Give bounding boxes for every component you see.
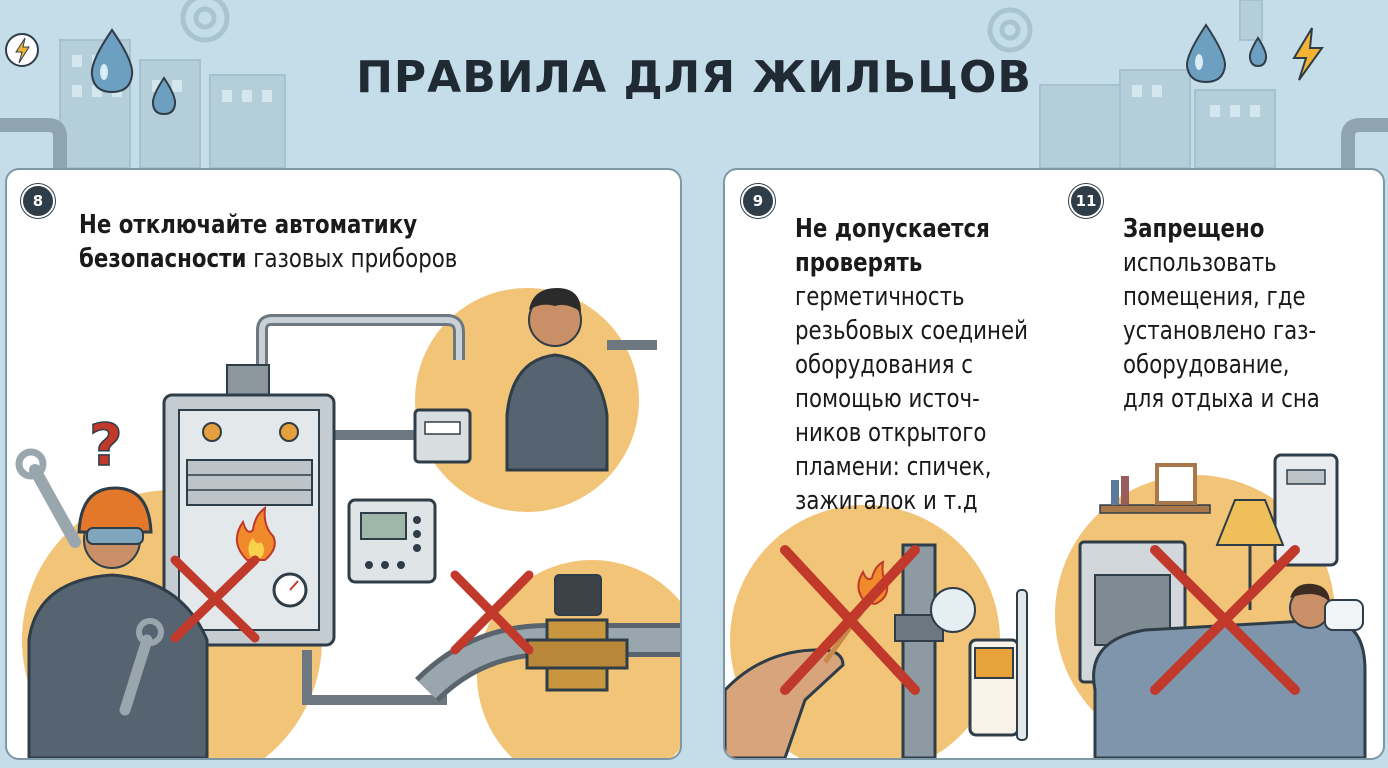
rule-text-bold: Не допускается (795, 214, 990, 244)
lightning-icon (1292, 27, 1324, 81)
cross-mark-icon (170, 555, 260, 643)
rule-text-line: использовать (1123, 248, 1277, 278)
gear-icon (180, 0, 230, 43)
rule-card-8: ? 8 Не отключайте автоматику безопасност… (5, 168, 682, 760)
water-drop-icon (90, 28, 134, 94)
water-drop-icon (1185, 23, 1227, 84)
rule-text-line: помощью источ- (795, 384, 980, 414)
page-title: ПРАВИЛА ДЛЯ ЖИЛЬЦОВ (356, 52, 1032, 103)
rule-text-8: Не отключайте автоматику безопасности га… (79, 208, 457, 276)
gear-icon (987, 7, 1033, 53)
flame-icon (236, 505, 276, 561)
svg-text:?: ? (89, 411, 123, 479)
rule-text-bold: безопасности (79, 244, 247, 274)
rule-text-line: зажигалок и т.д (795, 486, 978, 516)
rule-text-line: резьбовых соединей (795, 316, 1028, 346)
rule-number-badge: 8 (21, 184, 55, 218)
cross-mark-icon (450, 570, 534, 655)
rule-text-bold: Не отключайте автоматику (79, 210, 418, 240)
wrench-icon (15, 448, 81, 548)
rule-text-9: Не допускается проверять герметичность р… (795, 212, 1028, 518)
cross-mark-icon (1150, 545, 1300, 695)
rule-text-line: пламени: спичек, (795, 452, 992, 482)
water-drop-icon (151, 76, 177, 116)
rule-text-line: помещения, где (1123, 282, 1306, 312)
rule-text-bold: Запрещено (1123, 214, 1265, 244)
rule-text-line: оборудования с (795, 350, 973, 380)
rule-text-line: герметичность (795, 282, 965, 312)
rule-card-9-11: 9 Не допускается проверять герметичность… (723, 168, 1385, 760)
rule-text-line: оборудование, (1123, 350, 1290, 380)
rule-number-badge: 9 (741, 184, 775, 218)
rule-text-11: Запрещено использовать помещения, где ус… (1123, 212, 1320, 416)
rule-text-line: для отдыха и сна (1123, 384, 1320, 414)
question-mark-icon: ? (88, 410, 123, 480)
rule-text-line: ников открытого (795, 418, 987, 448)
water-drop-icon (1248, 36, 1268, 68)
lightning-icon (5, 33, 39, 67)
rule-text-regular: газовых приборов (246, 244, 458, 274)
gas-appliance-illustration: ? (15, 288, 680, 758)
wrench-icon (119, 618, 164, 716)
rule-text-bold: проверять (795, 248, 923, 278)
cross-mark-icon (780, 545, 920, 695)
rule-number-badge: 11 (1069, 184, 1103, 218)
open-flame-and-bedroom-illustration (725, 453, 1367, 758)
rule-text-line: установлено газ- (1123, 316, 1317, 346)
